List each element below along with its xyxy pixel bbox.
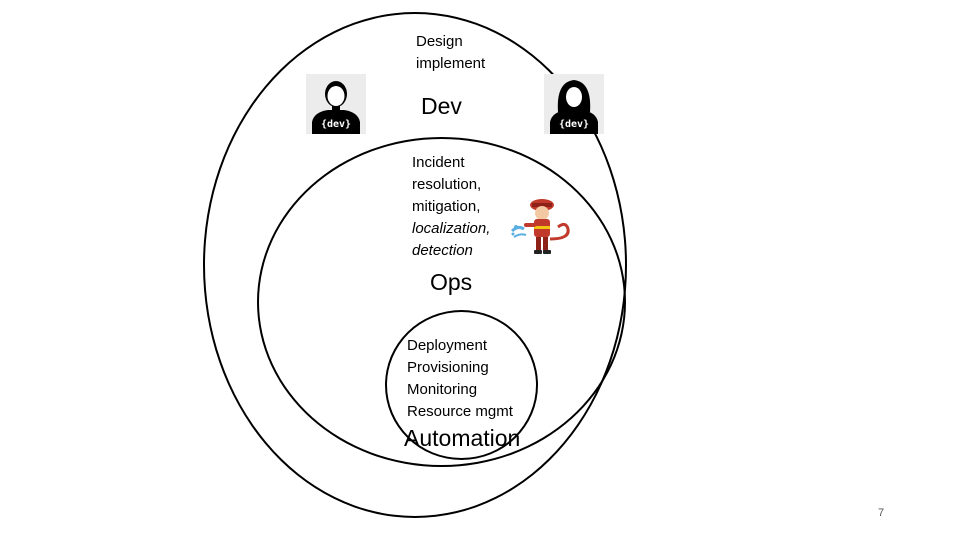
ops-item: mitigation, [412, 198, 481, 215]
automation-items: Deployment Provisioning Monitoring Resou… [407, 335, 513, 423]
developer-male-icon: {dev} [306, 74, 366, 134]
automation-ring [385, 310, 538, 460]
ops-title: Ops [430, 269, 473, 295]
developer-female-icon: {dev} [544, 74, 604, 134]
ops-item: resolution, [412, 176, 482, 193]
ops-items: Incident resolution, mitigation, localiz… [412, 152, 490, 262]
page-number: 7 [878, 507, 885, 519]
ops-ring [257, 137, 626, 467]
automation-item: Resource mgmt [407, 403, 513, 420]
dev-title: Dev [421, 93, 462, 119]
automation-item: Provisioning [407, 359, 489, 376]
dev-item: implement [416, 55, 486, 72]
ops-item: Incident [412, 154, 465, 171]
firefighter-icon [510, 199, 570, 254]
dev-badge: {dev} [559, 119, 589, 130]
dev-items: Design implement [416, 31, 485, 75]
ops-item-italic: localization, [412, 220, 491, 237]
automation-item: Monitoring [407, 381, 478, 398]
dev-item: Design [416, 33, 463, 50]
dev-ring [203, 12, 627, 518]
dev-badge: {dev} [321, 119, 351, 130]
automation-item: Deployment [407, 337, 488, 354]
automation-title: Automation [404, 425, 521, 451]
ops-item-italic: detection [412, 242, 473, 259]
